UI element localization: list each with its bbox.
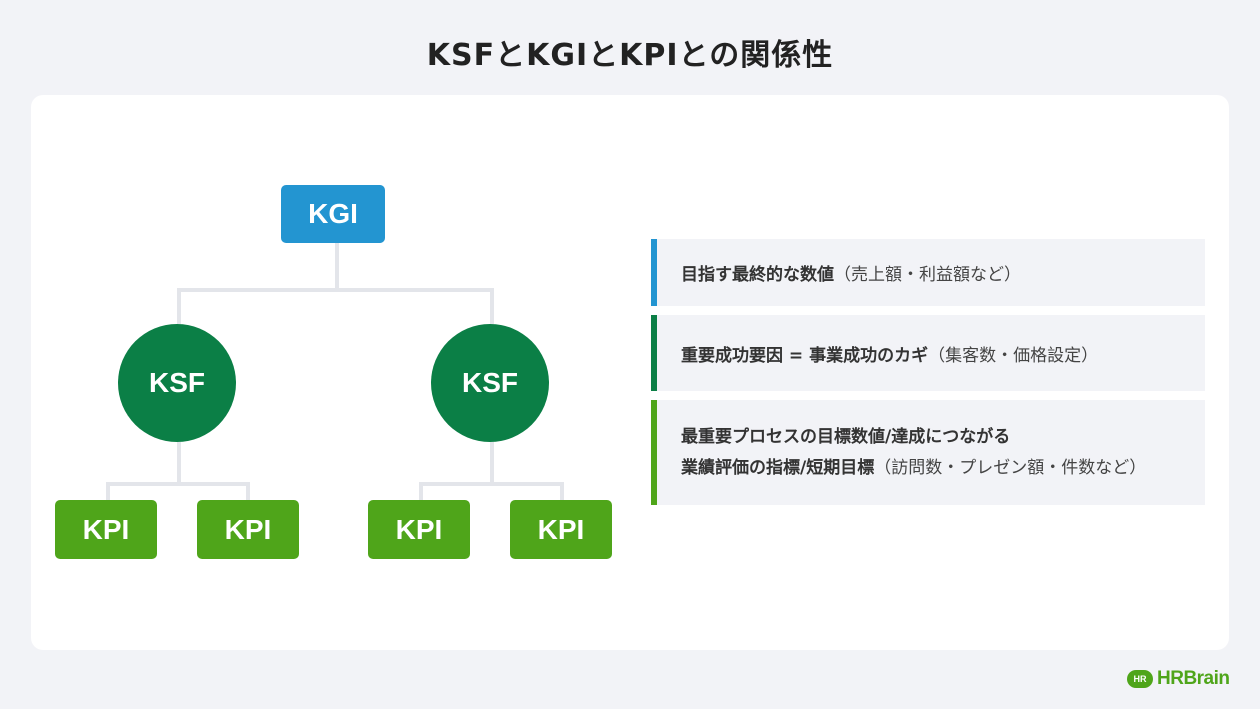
kgi-node: KGI — [281, 185, 385, 243]
kgi-description-text: 目指す最終的な数値 — [681, 265, 834, 285]
kpi-node-3: KPI — [368, 500, 470, 559]
kpi-description: 最重要プロセスの目標数値/達成につながる 業績評価の指標/短期目標（訪問数・プレ… — [651, 400, 1205, 505]
kgi-description: 目指す最終的な数値（売上額・利益額など） — [651, 239, 1205, 306]
logo-text: HRBrain — [1157, 668, 1230, 689]
page-title: KSFとKGIとKPIとの関係性 — [426, 38, 834, 73]
kpi-description-note: （訪問数・プレゼン額・件数など） — [874, 457, 1147, 478]
ksf-description-text: 重要成功要因 = 事業成功のカギ — [681, 345, 929, 366]
ksf-node-right: KSF — [431, 324, 549, 442]
ksf-description: 重要成功要因 = 事業成功のカギ（集客数・価格設定） — [651, 315, 1205, 391]
kpi-description-line2: 業績評価の指標/短期目標 — [681, 457, 875, 478]
kpi-description-line1: 最重要プロセスの目標数値/達成につながる — [681, 426, 1011, 447]
kpi-node-2: KPI — [197, 500, 299, 559]
kgi-description-note: （売上額・利益額など） — [834, 265, 1021, 285]
ksf-node-left: KSF — [118, 324, 236, 442]
kpi-node-4: KPI — [510, 500, 612, 559]
kpi-node-1: KPI — [55, 500, 157, 559]
hrbrain-logo: HR HRBrain — [1127, 668, 1230, 690]
ksf-description-note: （集客数・価格設定） — [928, 345, 1099, 366]
hr-logo-icon: HR — [1127, 670, 1153, 688]
